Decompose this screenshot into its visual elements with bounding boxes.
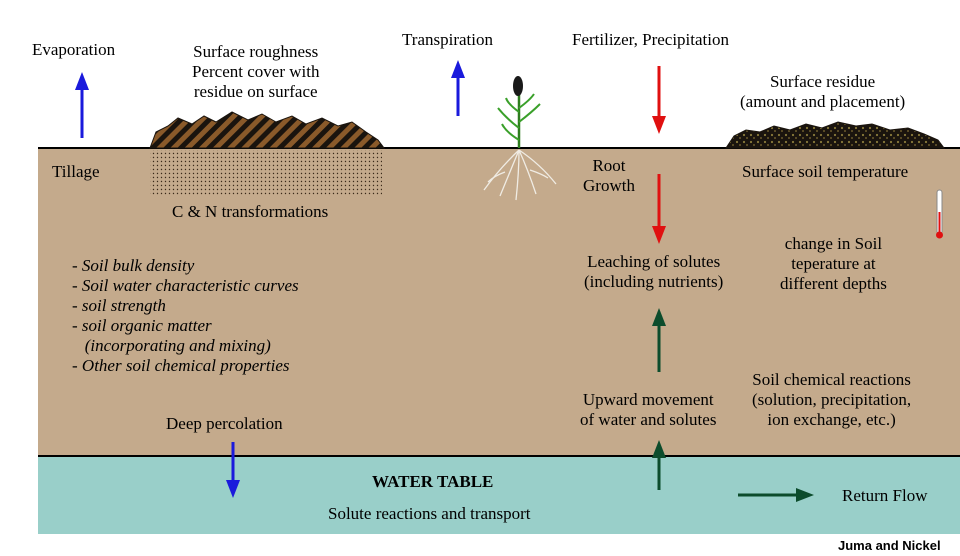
fertilizer-precipitation-arrow (652, 66, 666, 134)
soil-property-item: - soil strength (72, 296, 166, 315)
soil-chemical-reactions-label: Soil chemical reactions (solution, preci… (752, 370, 912, 429)
credit-label: Juma and Nickel (838, 538, 941, 553)
surface-soil-temperature-label: Surface soil temperature (742, 162, 909, 181)
return-flow-arrow (738, 488, 814, 502)
thermometer-icon (936, 189, 943, 239)
soil-property-item: - soil organic matter (72, 316, 212, 335)
tillage-label: Tillage (52, 162, 100, 181)
water-table-title: WATER TABLE (372, 472, 494, 491)
transpiration-arrow (451, 60, 465, 116)
roots-icon (483, 149, 557, 201)
fertilizer-precipitation-label: Fertilizer, Precipitation (572, 30, 729, 49)
surface-roughness-ridge (149, 111, 385, 149)
tilled-zone (150, 150, 382, 196)
soil-property-item: - Soil bulk density (72, 256, 195, 275)
soil-property-item: - Soil water characteristic curves (72, 276, 299, 295)
upward-movement-label: Upward movement of water and solutes (580, 390, 717, 429)
deep-percolation-arrow (226, 442, 240, 498)
soil-properties-list: - Soil bulk density - Soil water charact… (72, 256, 299, 376)
cn-transformations-label: C & N transformations (172, 202, 329, 221)
leaching-arrow (652, 174, 666, 244)
leaching-label: Leaching of solutes (including nutrients… (584, 252, 724, 291)
plant-icon (497, 76, 541, 148)
change-soil-temperature-label: change in Soil teperature at different d… (780, 234, 887, 293)
evaporation-label: Evaporation (32, 40, 116, 59)
transpiration-label: Transpiration (402, 30, 493, 49)
upward-movement-arrow (652, 308, 666, 372)
water-table-upward-arrow (652, 440, 666, 490)
surface-roughness-label: Surface roughness Percent cover with res… (192, 42, 320, 101)
root-growth-label: Root Growth (583, 156, 635, 195)
deep-percolation-label: Deep percolation (166, 414, 283, 433)
return-flow-label: Return Flow (842, 486, 928, 505)
soil-layer (38, 148, 960, 456)
soil-property-item: - Other soil chemical properties (72, 356, 290, 375)
surface-residue-label: Surface residue (amount and placement) (740, 72, 906, 111)
solute-reactions-label: Solute reactions and transport (328, 504, 531, 523)
soil-property-item: (incorporating and mixing) (72, 336, 271, 355)
surface-residue-mound (725, 121, 945, 149)
evaporation-arrow (75, 72, 89, 138)
